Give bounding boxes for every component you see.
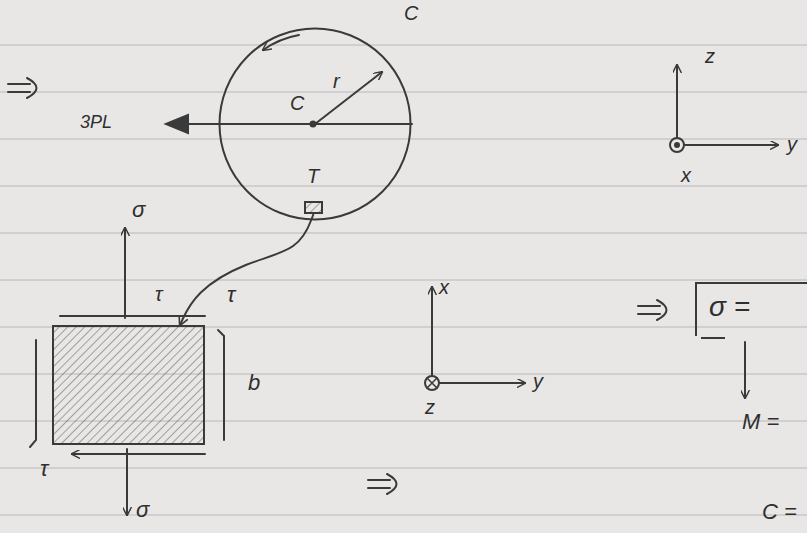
hatched-rect: [53, 326, 204, 444]
rule: [0, 280, 807, 281]
formula-text: M =: [742, 410, 779, 434]
rule: [0, 45, 807, 46]
shear-label: τ: [155, 283, 162, 305]
axis-label: z: [425, 396, 435, 418]
radius-arrow: [315, 72, 382, 124]
rotation-arrow: [263, 35, 299, 50]
node-outline: [52, 325, 205, 445]
axis-in-symbol: [425, 376, 439, 390]
ruled-lines: [0, 45, 807, 515]
axis-label: z: [705, 45, 715, 67]
node-outline: [304, 201, 323, 214]
rule: [0, 233, 807, 234]
axis-arrow: [431, 287, 433, 376]
axis-arrow: [439, 382, 525, 384]
result-box: σ =: [695, 282, 807, 338]
formula-text: C =: [762, 500, 797, 524]
axis-arrow: [676, 65, 678, 138]
shear-arrow: [72, 453, 205, 455]
rule: [0, 468, 807, 469]
axis-in-cross: [427, 378, 437, 388]
radius-label: r: [333, 70, 340, 92]
stress-arrow: [126, 449, 128, 515]
rule: [0, 139, 807, 140]
rule: [0, 515, 807, 516]
implies-arrow: [368, 474, 397, 494]
shaft-section: C: [218, 27, 412, 221]
stress-label: σ: [136, 498, 149, 522]
node-outline: [218, 27, 412, 221]
center-label: C: [290, 92, 304, 114]
axis-label: x: [439, 276, 449, 298]
stress-arrow: [124, 228, 126, 318]
stress-element: T: [304, 201, 323, 214]
shear-line: [30, 340, 36, 447]
shear-line: [218, 330, 224, 440]
element-enlarged: b: [52, 325, 205, 445]
shear-label: τ: [227, 283, 235, 307]
axis-label: x: [681, 164, 691, 186]
hatched-rect: [305, 202, 322, 213]
element-label: T: [307, 165, 319, 187]
open-box-line: [696, 283, 807, 338]
load-label: 3PL: [80, 113, 112, 133]
rule: [0, 92, 807, 93]
formula-text: σ =: [709, 292, 750, 323]
axis-arrow: [684, 144, 778, 146]
axis-out-dot: [675, 143, 679, 147]
curved-connector: [180, 214, 314, 325]
section-label: C: [404, 2, 418, 24]
dimension-label: b: [248, 371, 260, 395]
implies-arrow: [8, 78, 37, 98]
down-arrow: [744, 342, 746, 398]
load-arrowhead: [166, 115, 188, 133]
axis-label: y: [787, 133, 797, 155]
load-arrow-shaft: [184, 123, 218, 125]
axis-out-symbol: [670, 138, 684, 152]
implies-arrow: [638, 300, 667, 320]
axis-label: y: [533, 370, 543, 392]
shear-label: τ: [40, 457, 48, 481]
section-circle: [220, 29, 411, 220]
stress-label: σ: [132, 198, 145, 222]
